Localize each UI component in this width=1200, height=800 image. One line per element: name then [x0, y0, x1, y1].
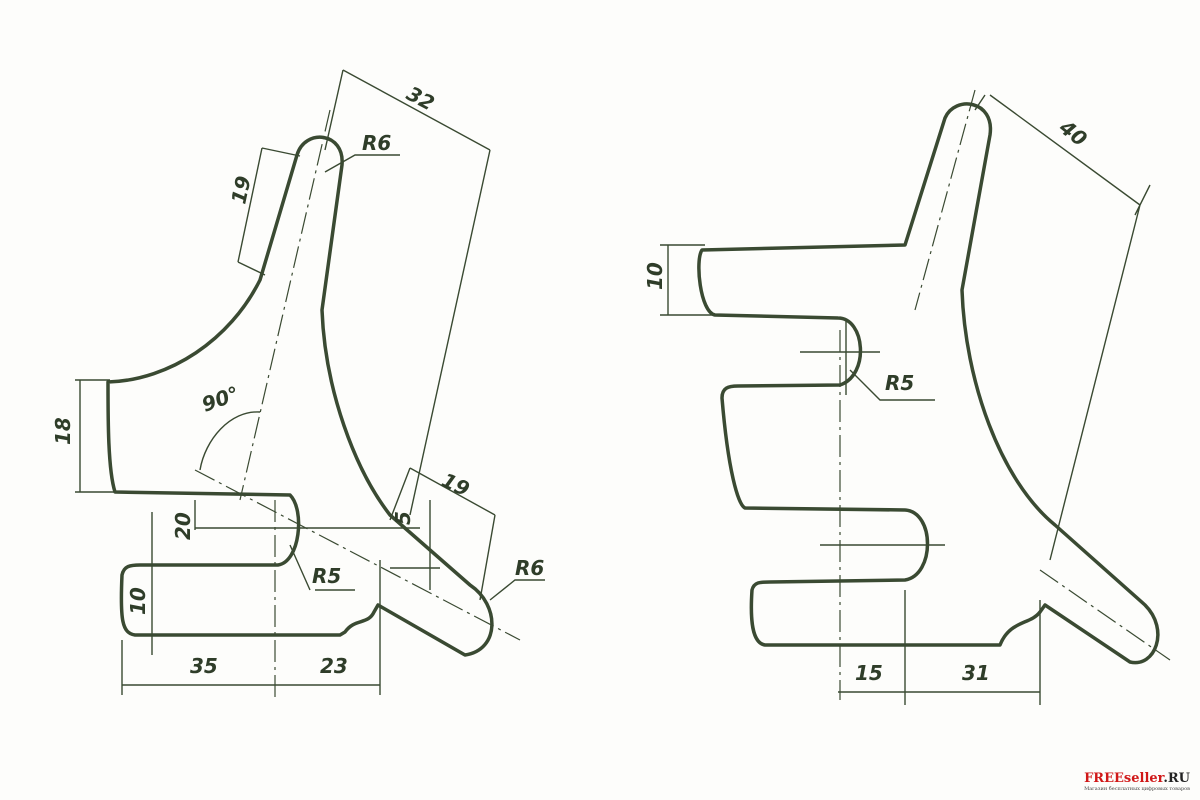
watermark-logo: FREEseller.RU Магазин бесплатных цифровы… [1084, 771, 1190, 792]
dim-5: 5 [391, 511, 415, 525]
dim-r5-left: R5 [312, 564, 341, 588]
left-part-outline [106, 135, 494, 657]
dim-23: 23 [320, 654, 348, 678]
right-axis-arm [914, 89, 976, 311]
dim-r6-lower: R6 [515, 556, 544, 580]
dim-20: 20 [171, 512, 195, 540]
left-axis-diag [194, 469, 521, 641]
dim-19-arm: 19 [226, 174, 255, 206]
dim-35: 35 [190, 654, 218, 678]
right-dimension-lines [660, 94, 1151, 705]
watermark-domain: .RU [1163, 771, 1190, 786]
dim-19-lower: 19 [438, 468, 473, 502]
right-axis-diag [1039, 569, 1171, 661]
watermark-brand: FREEseller [1084, 771, 1164, 786]
watermark-subtitle: Магазин бесплатных цифровых товаров [1084, 786, 1190, 792]
dim-31: 31 [962, 661, 990, 685]
dim-r6-top: R6 [362, 131, 391, 155]
dim-10-left: 10 [126, 587, 150, 615]
dim-90deg: 90° [199, 381, 243, 416]
dim-r5-right: R5 [885, 371, 914, 395]
dim-15: 15 [855, 661, 883, 685]
left-dimension-lines [75, 69, 545, 695]
right-part-outline [697, 102, 1160, 665]
dim-32: 32 [403, 81, 439, 115]
dim-10-right: 10 [643, 262, 667, 290]
left-axis-arm [239, 109, 331, 501]
dim-18: 18 [51, 417, 75, 445]
